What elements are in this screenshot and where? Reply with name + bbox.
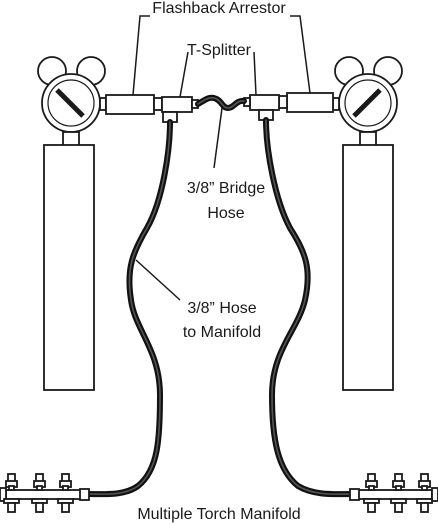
left-gauge-dial <box>47 79 95 127</box>
right-manifold-valve-3 <box>416 473 433 513</box>
bridge-hose-label-line-1: 3/8” Bridge <box>187 180 265 197</box>
left-gas-cylinder-assembly <box>37 56 199 391</box>
left-gas-cylinder <box>43 144 95 391</box>
left-gauge-needle <box>55 88 85 118</box>
multiple-torch-manifold-label: Multiple Torch Manifold <box>137 506 300 523</box>
right-arrestor-connector <box>278 95 288 109</box>
right-manifold-pipe <box>357 489 433 500</box>
right-gas-cylinder <box>342 144 394 391</box>
right-gas-cylinder-assembly <box>243 56 403 391</box>
right-torch-manifold <box>349 473 438 513</box>
bridge-hose-label-line-2: Hose <box>207 205 244 222</box>
left-torch-manifold <box>0 473 90 513</box>
right-gauge-needle <box>352 88 382 118</box>
t-splitter-leader-left <box>179 51 189 98</box>
flashback-arrestor-leader-left <box>132 15 150 96</box>
right-manifold-end-cap <box>431 487 438 502</box>
left-manifold-pipe <box>5 489 87 500</box>
bridge-hose-leader <box>213 107 223 169</box>
left-manifold-hose <box>85 119 173 498</box>
right-cylinder-valve <box>359 131 377 147</box>
leader-lines <box>132 15 311 301</box>
manifold-hose-label-line-2: to Manifold <box>183 324 261 341</box>
t-splitter-leader-right <box>253 51 257 96</box>
left-t-splitter <box>161 96 193 113</box>
right-t-splitter <box>249 94 280 111</box>
manifold-hose-label-line-1: 3/8” Hose <box>187 300 256 317</box>
left-flashback-arrestor <box>105 94 155 115</box>
left-manifold-inlet-fitting <box>79 488 90 501</box>
right-manifold-valve-2 <box>390 473 407 513</box>
t-splitter-label: T-Splitter <box>187 42 252 59</box>
left-manifold-valve-3 <box>57 473 74 513</box>
right-gauge-dial <box>344 79 392 127</box>
flashback-arrestor-leader-right <box>290 15 311 94</box>
manifold-hose-leader <box>135 259 181 301</box>
right-manifold-valve-1 <box>363 473 380 513</box>
right-flashback-arrestor <box>286 92 334 113</box>
left-regulator-outlet <box>99 97 107 111</box>
left-manifold-valve-2 <box>31 473 48 513</box>
right-manifold-hose <box>263 117 355 498</box>
left-manifold-end-cap <box>0 487 7 502</box>
flashback-arrestor-label: Flashback Arrestor <box>152 0 286 17</box>
left-cylinder-valve <box>62 131 80 147</box>
right-manifold-inlet-fitting <box>349 488 360 501</box>
left-manifold-valve-1 <box>3 473 20 513</box>
bridge-hose <box>195 94 247 111</box>
left-arrestor-connector <box>153 97 163 111</box>
